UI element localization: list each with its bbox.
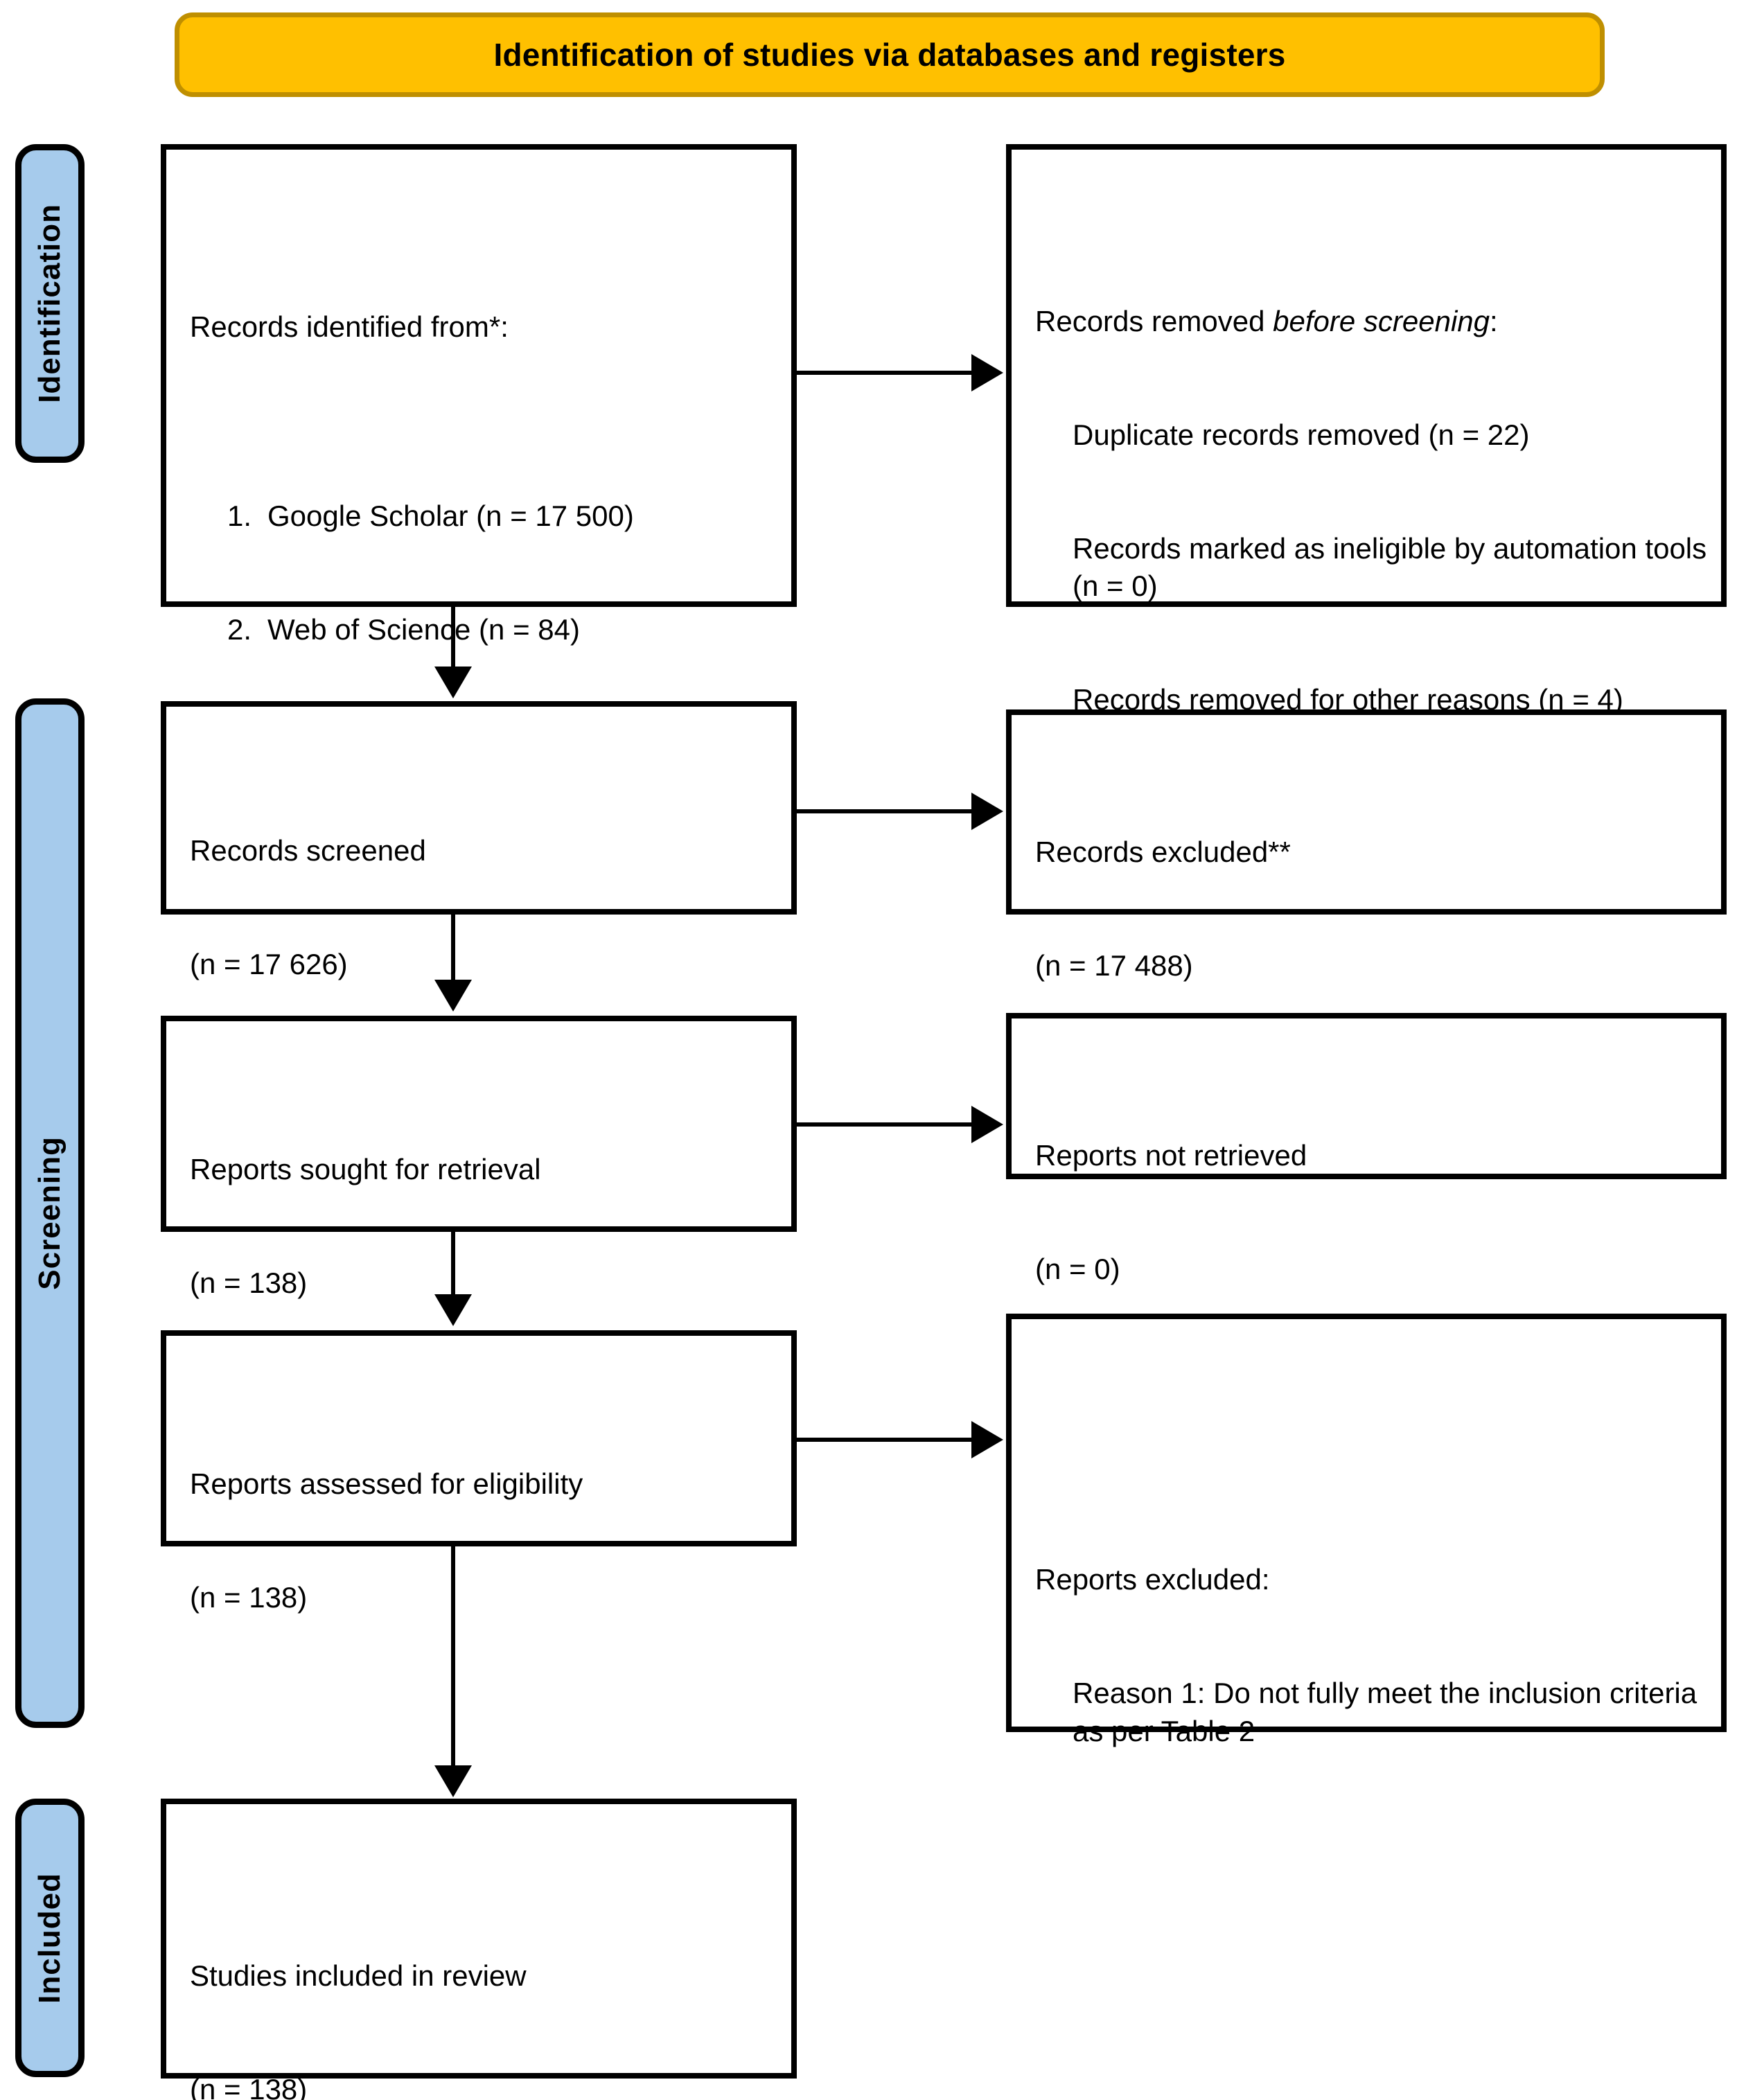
records-removed-heading-post: : (1490, 305, 1498, 338)
studies-included-line-2: (n = 138) (190, 2072, 308, 2100)
reports-assessed-line-2: (n = 138) (190, 1580, 308, 1614)
records-identified-source-list: 1. Google Scholar (n = 17 500) 2. Web of… (190, 422, 779, 838)
box-records-screened: Records screened (n = 17 626) (161, 701, 797, 980)
box-studies-included-content: Studies included in review (n = 138) Rep… (190, 1882, 779, 2100)
box-reports-not-retrieved: Reports not retrieved (n = 0) (1006, 1013, 1727, 1285)
arrowhead-sought-to-not-retrieved (971, 1106, 1003, 1143)
connector-assessed-to-reports-excluded (797, 1438, 977, 1442)
records-removed-heading-italic: before screening (1273, 305, 1490, 338)
list-item: 1. Google Scholar (n = 17 500) (190, 497, 779, 536)
arrowhead-identified-to-screened (434, 667, 472, 698)
studies-included-line-1: Studies included in review (190, 1959, 527, 1993)
connector-screened-to-sought (451, 915, 455, 984)
box-reports-excluded-content: Reports excluded: Reason 1: Do not fully… (1035, 1485, 1709, 1826)
box-records-screened-content: Records screened (n = 17 626) (190, 757, 779, 1059)
list-marker: 1. (227, 500, 252, 533)
box-records-excluded-content: Records excluded** (n = 17 488) (1035, 758, 1709, 1061)
arrowhead-assessed-to-included (434, 1765, 472, 1797)
reports-assessed-line-1: Reports assessed for eligibility (190, 1467, 583, 1501)
box-records-removed-content: Records removed before screening: Duplic… (1035, 227, 1709, 795)
reports-sought-line-1: Reports sought for retrieval (190, 1153, 541, 1186)
stage-tab-included: Included (15, 1799, 85, 2077)
box-records-removed: Records removed before screening: Duplic… (1006, 144, 1727, 716)
records-removed-line-2: Records marked as ineligible by automati… (1073, 531, 1715, 603)
box-reports-assessed-content: Reports assessed for eligibility (n = 13… (190, 1390, 779, 1693)
box-records-identified-content: Records identified from*: 1. Google Scho… (190, 233, 779, 914)
stage-label-screening: Screening (33, 1136, 67, 1290)
connector-sought-to-not-retrieved (797, 1122, 977, 1127)
records-excluded-line-1: Records excluded** (1035, 836, 1291, 869)
stage-tab-identification: Identification (15, 144, 85, 463)
reports-excluded-reason-1: Reason 1: Do not fully meet the inclusio… (1073, 1676, 1705, 1747)
box-studies-included: Studies included in review (n = 138) Rep… (161, 1799, 797, 2100)
records-identified-heading: Records identified from*: (190, 310, 509, 344)
box-reports-sought: Reports sought for retrieval (n = 138) (161, 1016, 797, 1299)
reports-not-retrieved-line-1: Reports not retrieved (1035, 1139, 1307, 1172)
box-reports-not-retrieved-content: Reports not retrieved (n = 0) (1035, 1061, 1709, 1364)
connector-sought-to-assessed (451, 1232, 455, 1298)
arrowhead-sought-to-assessed (434, 1294, 472, 1326)
records-removed-line-1: Duplicate records removed (n = 22) (1073, 418, 1530, 451)
stage-tab-screening: Screening (15, 698, 85, 1728)
connector-assessed-to-included (451, 1546, 455, 1770)
list-item: 2. Web of Science (n = 84) (190, 611, 779, 649)
box-records-identified: Records identified from*: 1. Google Scho… (161, 144, 797, 759)
stage-label-included: Included (33, 1872, 67, 2004)
box-reports-excluded: Reports excluded: Reason 1: Do not fully… (1006, 1314, 1727, 1747)
connector-screened-to-excluded (797, 809, 977, 813)
arrowhead-screened-to-sought (434, 980, 472, 1012)
list-item-label: Web of Science (n = 84) (267, 612, 580, 646)
reports-not-retrieved-line-2: (n = 0) (1035, 1252, 1120, 1285)
arrowhead-screened-to-excluded (971, 793, 1003, 830)
records-screened-line-2: (n = 17 626) (190, 947, 348, 980)
box-reports-assessed: Reports assessed for eligibility (n = 13… (161, 1330, 797, 1614)
arrowhead-identified-to-removed (971, 354, 1003, 391)
records-removed-heading-pre: Records removed (1035, 305, 1273, 338)
connector-identified-to-removed (797, 371, 977, 375)
arrowhead-assessed-to-reports-excluded (971, 1421, 1003, 1458)
page-title: Identification of studies via databases … (493, 36, 1286, 73)
connector-identified-to-screened (451, 607, 455, 671)
box-reports-sought-content: Reports sought for retrieval (n = 138) (190, 1075, 779, 1378)
reports-excluded-heading: Reports excluded: (1035, 1563, 1270, 1596)
list-item-label: Google Scholar (n = 17 500) (267, 500, 634, 533)
list-marker: 2. (227, 612, 252, 646)
records-excluded-line-2: (n = 17 488) (1035, 948, 1193, 982)
records-screened-line-1: Records screened (190, 834, 426, 867)
records-removed-heading: Records removed before screening: (1035, 303, 1709, 341)
stage-label-identification: Identification (33, 204, 67, 403)
reports-sought-line-2: (n = 138) (190, 1266, 308, 1299)
box-records-excluded: Records excluded** (n = 17 488) (1006, 709, 1727, 982)
diagram-header-banner: Identification of studies via databases … (175, 12, 1605, 97)
